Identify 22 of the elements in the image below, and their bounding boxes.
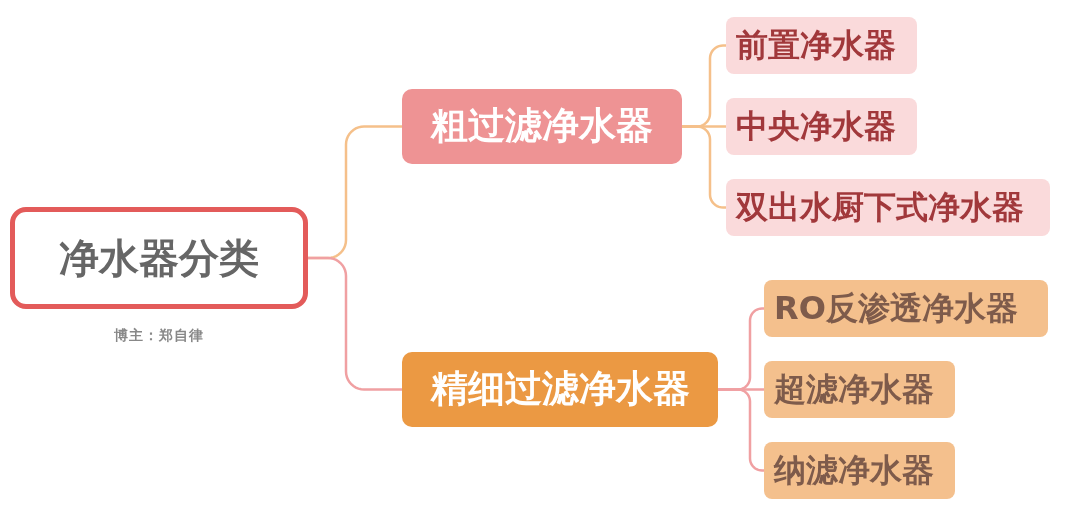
topic-label: 精细过滤净水器: [430, 367, 690, 412]
brace-connector: [306, 256, 404, 391]
brace-connector: [680, 125, 728, 209]
topic-label: 净水器分类: [59, 234, 259, 282]
topic-label: 前置净水器: [736, 26, 896, 65]
brace-connector: [716, 388, 766, 472]
topic-label: RO反渗透净水器: [774, 289, 1018, 328]
author-credit: 博主：郑自律: [114, 327, 204, 343]
subcategory-box: [726, 17, 917, 74]
subcategory-box: [764, 442, 955, 499]
topic-label: 中央净水器: [736, 107, 896, 146]
topic-label: 超滤净水器: [774, 370, 934, 409]
topic-label: 双出水厨下式净水器: [736, 188, 1024, 227]
category-box: [402, 89, 682, 164]
topic-label: 纳滤净水器: [774, 451, 934, 490]
subcategory-box: [726, 98, 917, 155]
subcategory-box: [764, 361, 955, 418]
topic-label: 粗过滤净水器: [431, 104, 653, 149]
category-box: [402, 352, 718, 427]
subcategory-box: [764, 280, 1048, 337]
root-topic-box: [10, 207, 308, 309]
subcategory-box: [726, 179, 1050, 236]
